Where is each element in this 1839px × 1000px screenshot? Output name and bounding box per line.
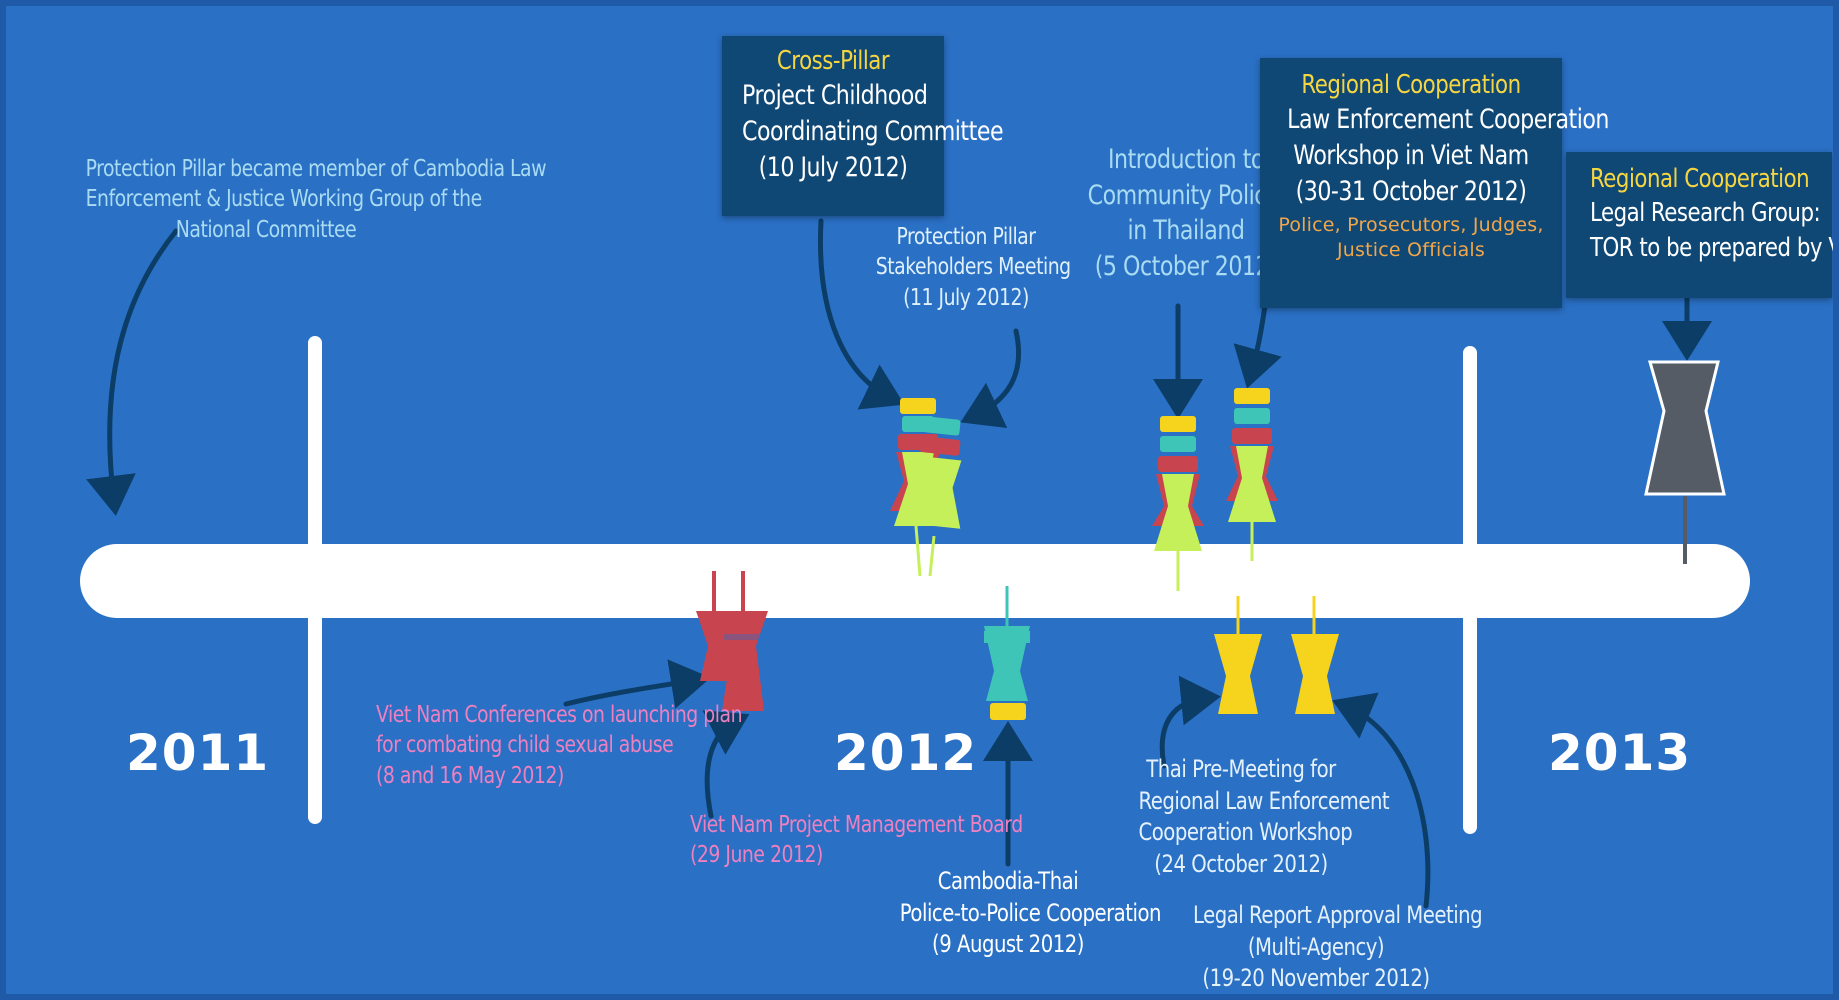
regional-workshop-heading: Regional Cooperation	[1301, 70, 1521, 100]
arrow-legal-report	[1332, 692, 1431, 909]
pin-legal-report	[1291, 596, 1339, 714]
event-stakeholders-meeting: Protection Pillar Stakeholders Meeting (…	[875, 224, 1071, 311]
box-cross-pillar: Cross-Pillar Project Childhood Coordinat…	[722, 36, 1004, 216]
cross-pillar-heading: Cross-Pillar	[776, 46, 890, 76]
pin-regional-workshop	[1226, 388, 1278, 561]
event-community-policing: Introduction to Community Policing in Th…	[1087, 144, 1300, 282]
legal-research-text: Legal Research Group: TOR to be prepared…	[1589, 198, 1833, 263]
regional-workshop-participants: Police, Prosecutors, Judges, Justice Off…	[1278, 214, 1544, 262]
event-vn-pmb: Viet Nam Project Management Board (29 Ju…	[690, 812, 1023, 869]
year-2012: 2012	[834, 724, 978, 782]
pin-cambodia-thai	[984, 586, 1030, 720]
arrow-vn-pmb	[702, 710, 750, 819]
arrow-thai-premeeting	[1159, 675, 1221, 769]
legal-research-heading: Regional Cooperation	[1589, 164, 1810, 194]
year-2013: 2013	[1548, 724, 1692, 782]
pin-vn-conferences	[696, 571, 768, 711]
event-thai-premeeting: Thai Pre-Meeting for Regional Law Enforc…	[1138, 755, 1390, 879]
arrow-cross-pillar	[817, 218, 905, 410]
event-vn-conferences: Viet Nam Conferences on launching plan f…	[376, 702, 743, 789]
regional-workshop-text: Law Enforcement Cooperation Workshop in …	[1287, 104, 1609, 207]
event-legal-report: Legal Report Approval Meeting (Multi-Age…	[1193, 901, 1483, 993]
divider-2012-2013	[1463, 346, 1477, 834]
event-protection-pillar-member: Protection Pillar became member of Cambo…	[85, 156, 547, 243]
box-regional-workshop: Regional Cooperation Law Enforcement Coo…	[1260, 58, 1609, 308]
arrow-vn-conferences	[563, 659, 711, 709]
year-2011: 2011	[126, 724, 270, 782]
timeline-graphics	[80, 218, 1750, 909]
cross-pillar-text: Project Childhood Coordinating Committee…	[741, 80, 1004, 183]
timeline-bar	[80, 544, 1750, 618]
event-cambodia-thai: Cambodia-Thai Police-to-Police Cooperati…	[899, 867, 1162, 959]
pin-legal-research	[1644, 360, 1726, 564]
divider-2011-2012	[308, 336, 322, 824]
pin-thai-premeeting	[1214, 596, 1262, 714]
arrow-regional-workshop	[1233, 295, 1282, 389]
arrow-stakeholders	[960, 328, 1022, 429]
pin-stakeholders	[906, 416, 962, 577]
box-legal-research: Regional Cooperation Legal Research Grou…	[1566, 152, 1833, 298]
pin-community-policing	[1152, 416, 1204, 591]
arrow-protection-pillar	[86, 228, 179, 516]
